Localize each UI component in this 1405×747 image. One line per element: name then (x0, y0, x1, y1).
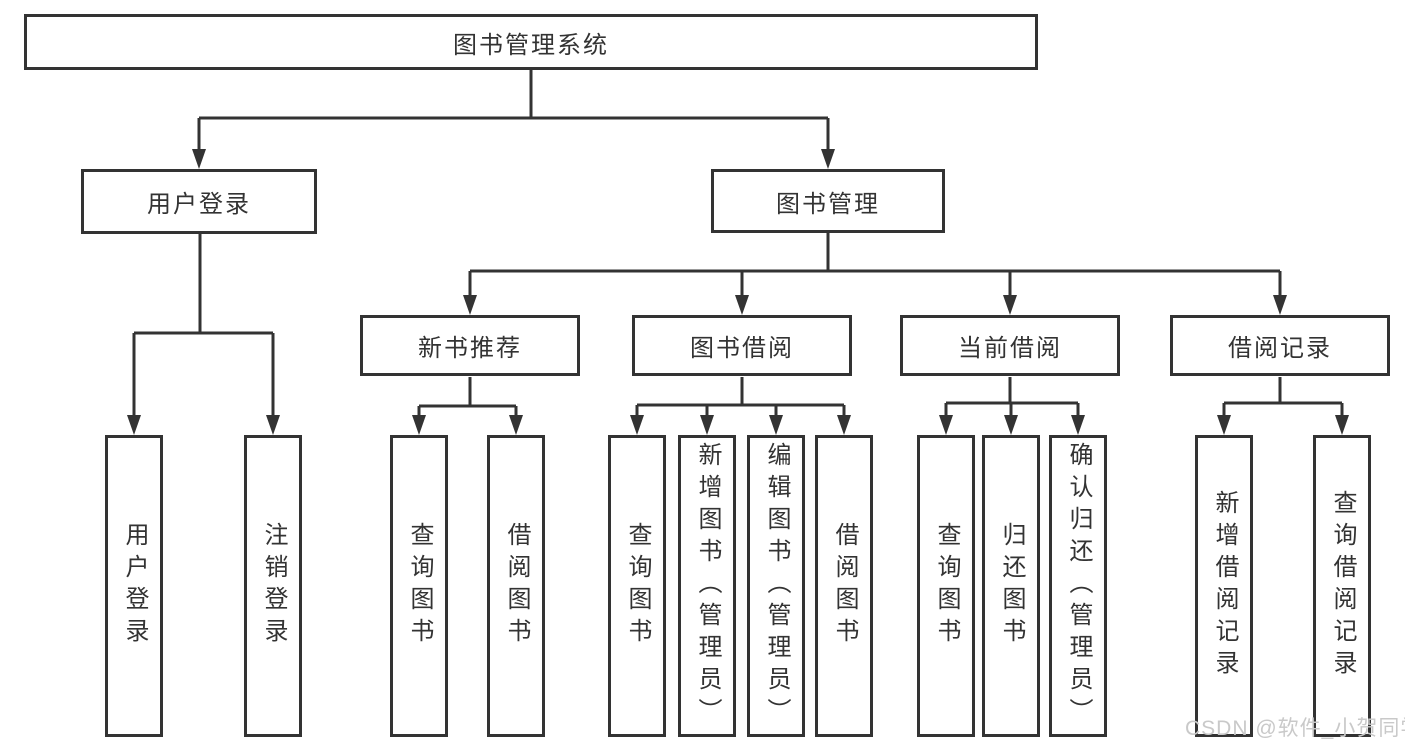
node-borrowing-records: 借阅记录 (1170, 315, 1390, 376)
node-user-login: 用户登录 (81, 169, 317, 234)
node-leaf-query-books-recommend: 查询图书 (390, 435, 448, 737)
node-label: 当前借阅 (958, 335, 1062, 362)
connector-borrowing-records-to-leaves (1217, 377, 1349, 435)
arrow-down-icon (735, 295, 749, 315)
node-leaf-user-login: 用户登录 (105, 435, 163, 737)
connector-root-to-level2 (192, 70, 835, 169)
arrow-down-icon (1071, 415, 1085, 435)
node-label: 图书借阅 (690, 335, 794, 362)
node-leaf-logout: 注销登录 (244, 435, 302, 737)
arrow-down-icon (1217, 415, 1231, 435)
arrow-down-icon (266, 415, 280, 435)
arrow-down-icon (1004, 415, 1018, 435)
node-label: 图书管理系统 (453, 31, 609, 59)
node-label: 编辑图书（管理员） (763, 442, 790, 730)
node-label: 借阅记录 (1228, 335, 1332, 362)
node-label: 新增图书（管理员） (694, 442, 721, 730)
arrow-down-icon (630, 415, 644, 435)
node-leaf-edit-books-admin: 编辑图书（管理员） (747, 435, 805, 737)
node-label: 查询借阅记录 (1329, 490, 1356, 682)
node-new-book-recommendation: 新书推荐 (360, 315, 580, 376)
node-label: 借阅图书 (831, 522, 858, 650)
node-label: 新增借阅记录 (1211, 490, 1238, 682)
connector-current-borrowing-to-leaves (939, 377, 1085, 435)
node-label: 用户登录 (147, 191, 251, 218)
connector-path (944, 377, 1080, 419)
node-book-management: 图书管理 (711, 169, 945, 233)
connector-path (635, 377, 846, 419)
node-label: 查询图书 (933, 522, 960, 650)
node-leaf-return-books: 归还图书 (982, 435, 1040, 737)
connector-path (197, 70, 830, 153)
arrow-down-icon (1003, 295, 1017, 315)
node-leaf-query-books-current: 查询图书 (917, 435, 975, 737)
connector-book-borrowing-to-leaves (630, 377, 851, 435)
arrow-down-icon (939, 415, 953, 435)
node-library-management-system: 图书管理系统 (24, 14, 1038, 70)
node-label: 归还图书 (998, 522, 1025, 650)
node-leaf-add-books-admin: 新增图书（管理员） (678, 435, 736, 737)
node-leaf-borrow-books-borrow: 借阅图书 (815, 435, 873, 737)
node-leaf-add-borrow-record: 新增借阅记录 (1195, 435, 1253, 737)
arrow-down-icon (769, 415, 783, 435)
csdn-watermark: CSDN @软件_小贺同学 (1185, 717, 1405, 740)
node-leaf-borrow-books-recommend: 借阅图书 (487, 435, 545, 737)
connector-user-login-to-leaves (127, 234, 280, 435)
arrow-down-icon (127, 415, 141, 435)
arrow-down-icon (412, 415, 426, 435)
arrow-down-icon (192, 149, 206, 169)
arrow-down-icon (1335, 415, 1349, 435)
connector-path (468, 233, 1282, 299)
connector-path (132, 234, 275, 419)
connector-book-management-to-level3 (463, 233, 1287, 315)
connector-new-book-recommendation-to-leaves (412, 377, 523, 435)
arrow-down-icon (837, 415, 851, 435)
connector-path (417, 377, 518, 419)
node-leaf-confirm-return-admin: 确认归还（管理员） (1049, 435, 1107, 737)
node-label: 确认归还（管理员） (1065, 442, 1092, 730)
arrow-down-icon (509, 415, 523, 435)
node-label: 图书管理 (776, 190, 880, 218)
arrow-down-icon (821, 149, 835, 169)
node-label: 查询图书 (624, 522, 651, 650)
arrow-down-icon (463, 295, 477, 315)
node-label: 借阅图书 (503, 522, 530, 650)
node-label: 新书推荐 (418, 335, 522, 362)
node-current-borrowing: 当前借阅 (900, 315, 1120, 376)
node-label: 用户登录 (121, 522, 148, 650)
node-label: 查询图书 (406, 522, 433, 650)
node-leaf-query-borrow-record: 查询借阅记录 (1313, 435, 1371, 737)
arrow-down-icon (1273, 295, 1287, 315)
arrow-down-icon (700, 415, 714, 435)
connector-path (1222, 377, 1344, 419)
node-label: 注销登录 (260, 522, 287, 650)
node-leaf-query-books-borrow: 查询图书 (608, 435, 666, 737)
node-book-borrowing: 图书借阅 (632, 315, 852, 376)
